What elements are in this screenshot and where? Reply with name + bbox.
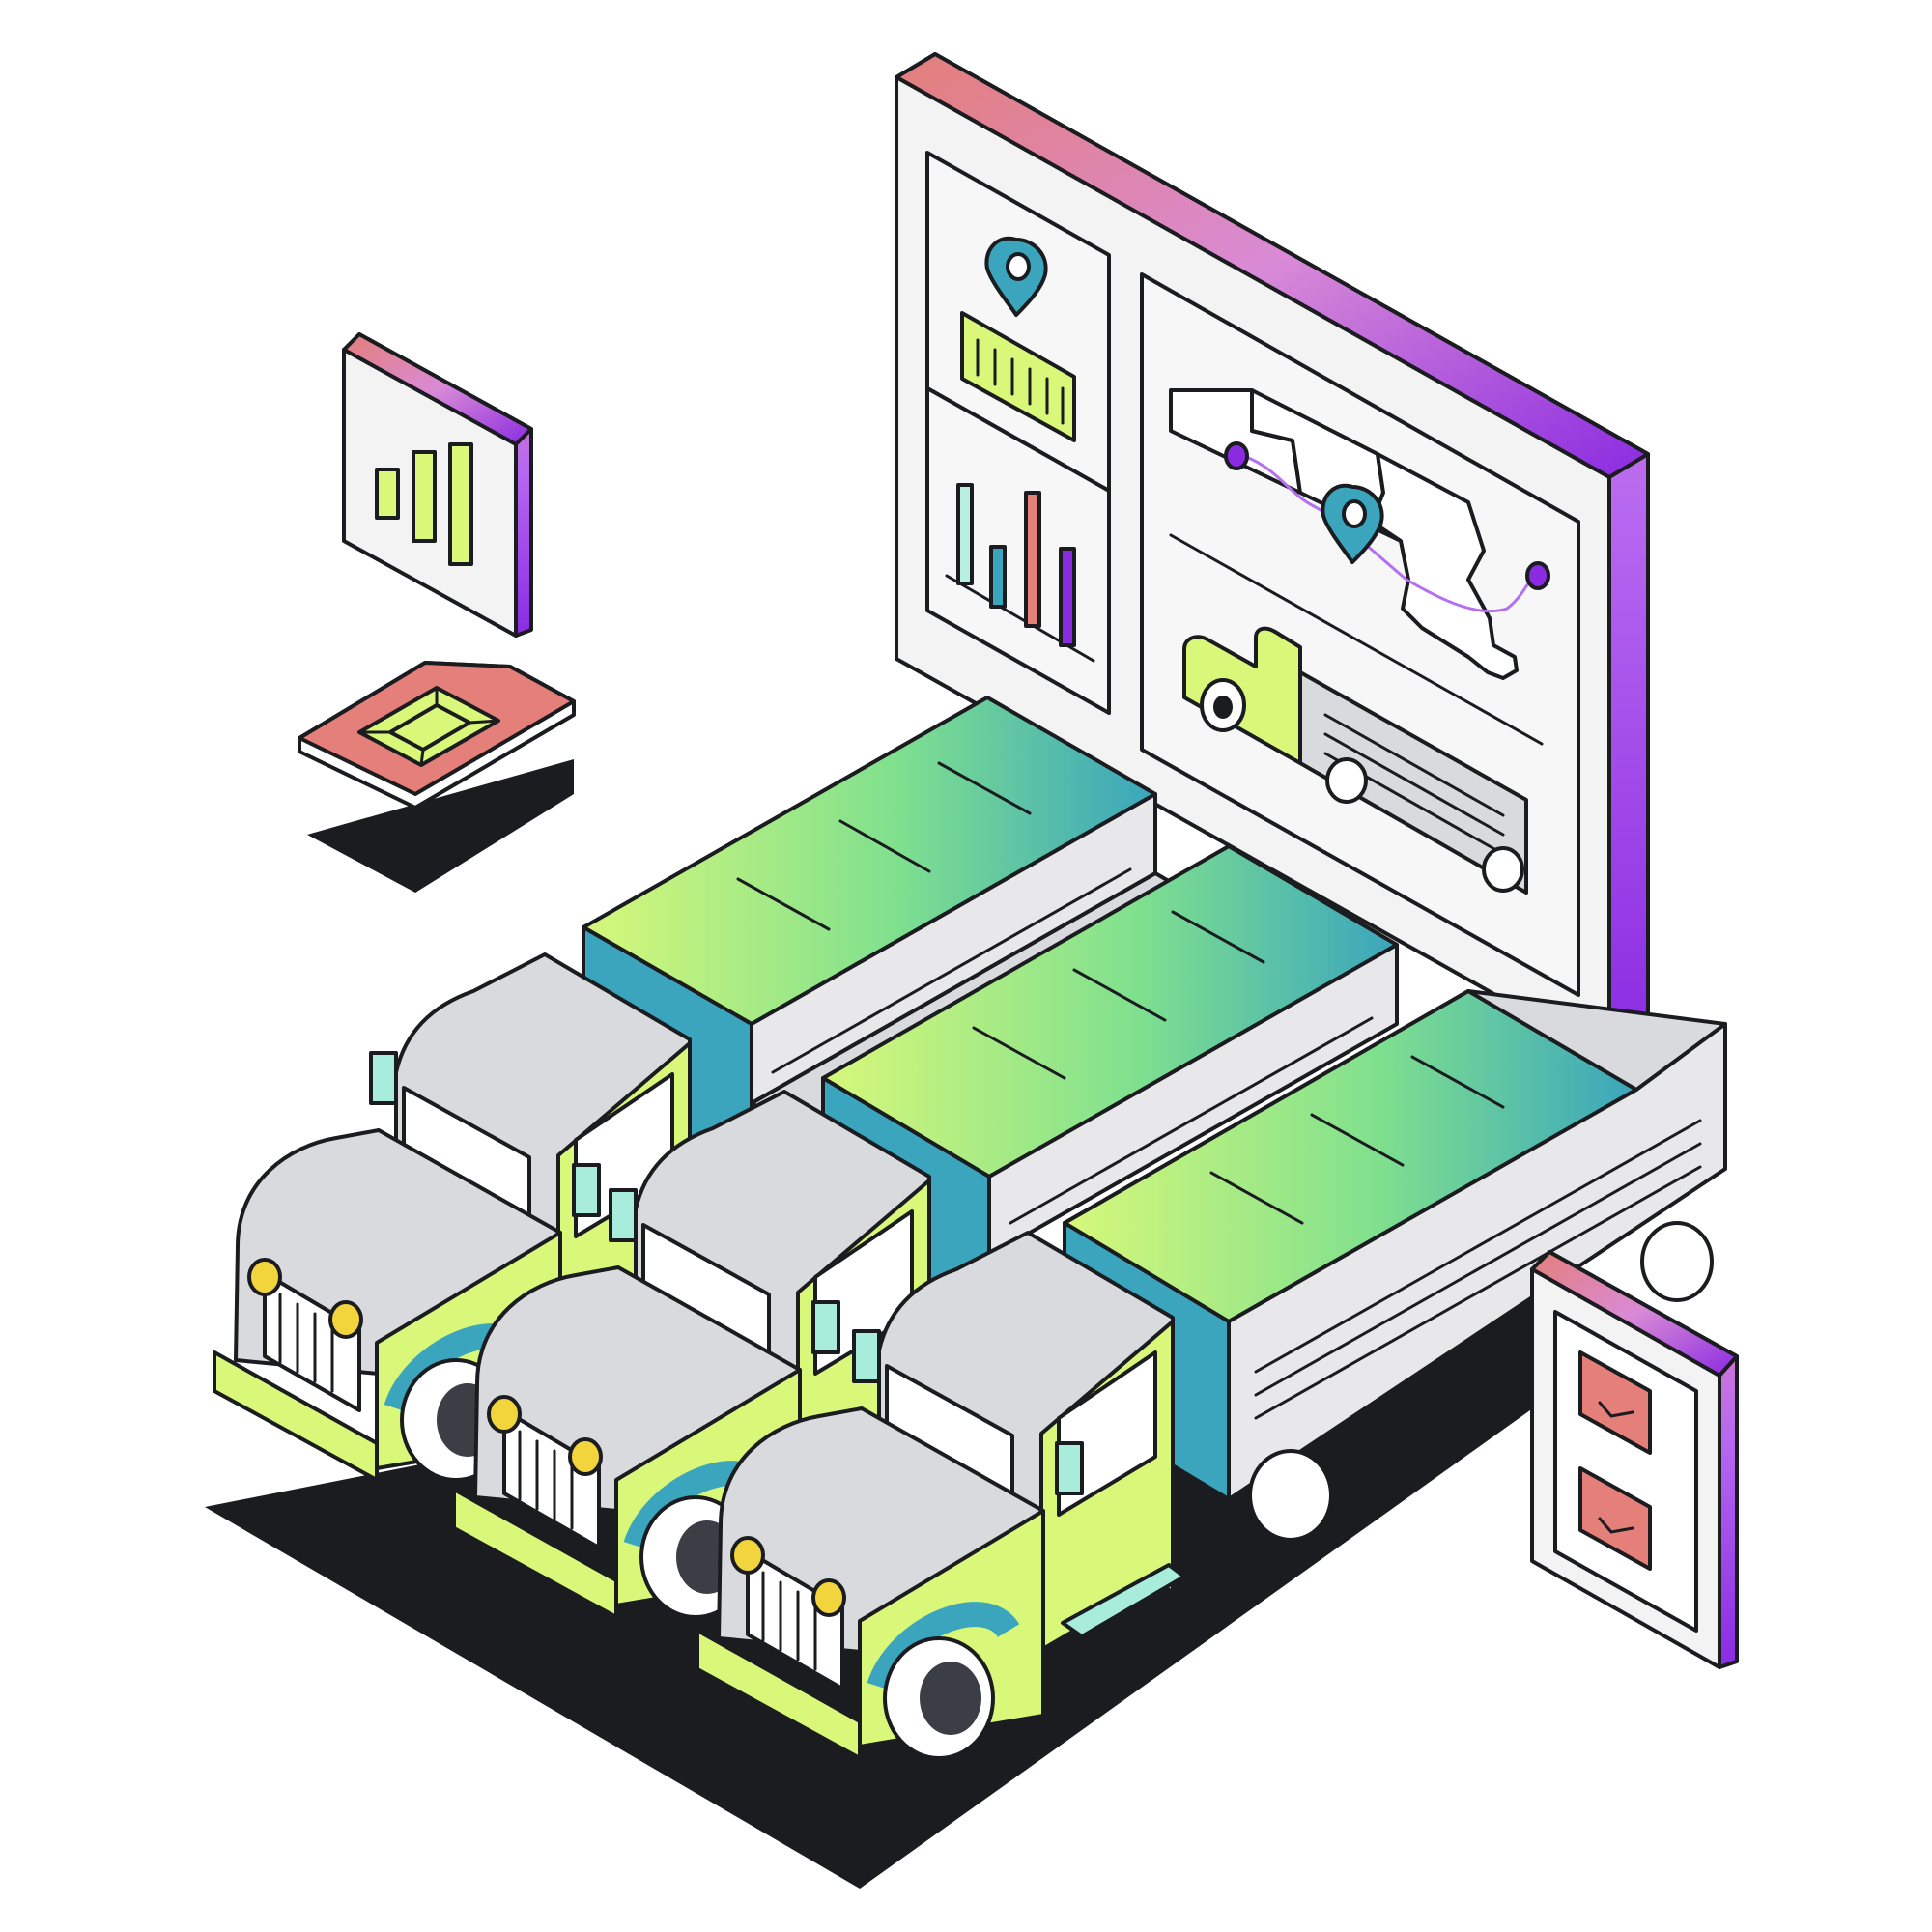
dashboard-screen — [895, 52, 1650, 1061]
bar-chart-icon — [945, 483, 1095, 663]
sim-chip-icon — [298, 661, 576, 810]
route-map-icon — [1169, 388, 1550, 746]
checklist-card — [1530, 1250, 1739, 1669]
truck-icon — [1182, 626, 1528, 895]
truck-cab-3 — [696, 1231, 1186, 1760]
bar-chart-icon — [375, 442, 473, 566]
rear-wheel — [1248, 1221, 1714, 1542]
checkbox-checked-icon — [1578, 1466, 1652, 1571]
stats-card — [342, 332, 533, 638]
location-pin-icon — [1321, 483, 1384, 564]
checkbox-checked-icon — [1578, 1350, 1652, 1455]
barcode-icon — [960, 311, 1076, 442]
location-pin-icon — [984, 236, 1048, 317]
